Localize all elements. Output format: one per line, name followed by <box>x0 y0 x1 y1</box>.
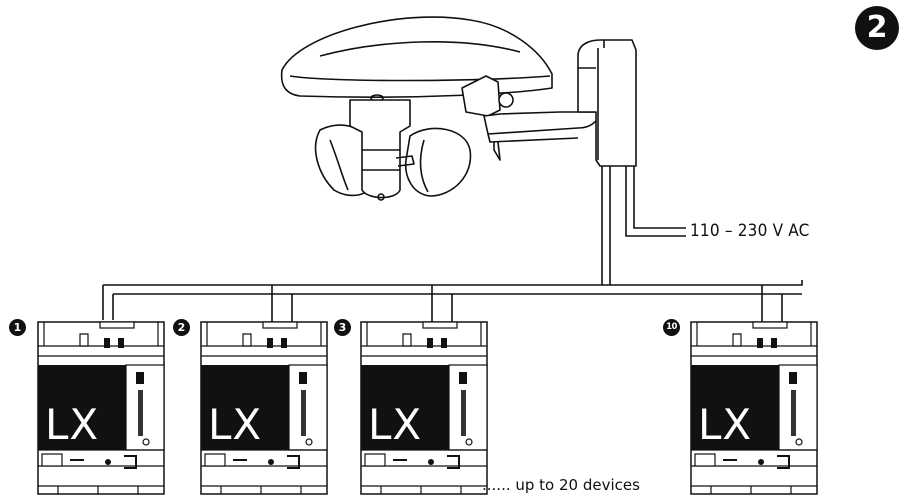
module-logo: LX <box>45 400 100 449</box>
device-number-badge: 2 <box>173 319 190 336</box>
weather-station-sensor <box>280 16 637 201</box>
bus-cable <box>102 166 803 322</box>
power-supply-label: 110 – 230 V AC <box>690 221 810 241</box>
device-number-badge: 3 <box>334 319 351 336</box>
lx-module <box>37 321 165 495</box>
power-cable <box>625 166 686 237</box>
device-number-badge: 1 <box>9 319 26 336</box>
more-devices-label: ...... up to 20 devices <box>482 476 640 494</box>
lx-modules <box>37 321 818 495</box>
module-logo: LX <box>698 400 753 449</box>
step-number-badge: 2 <box>855 6 899 50</box>
lx-module <box>200 321 328 495</box>
lx-module <box>360 321 488 495</box>
device-number-badge: 10 <box>663 319 680 336</box>
lx-module <box>690 321 818 495</box>
module-logo: LX <box>208 400 263 449</box>
module-logo: LX <box>368 400 423 449</box>
